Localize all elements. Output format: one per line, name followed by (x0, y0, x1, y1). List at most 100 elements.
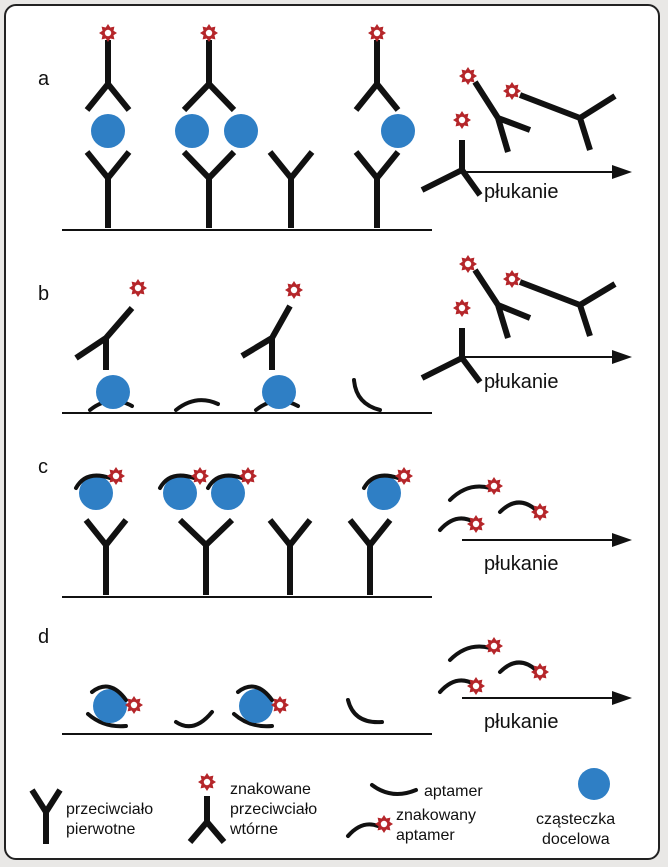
target-molecule (96, 375, 130, 409)
aptamer (176, 400, 218, 410)
aptamer-sandwich (234, 687, 289, 727)
primary-antibody (270, 520, 310, 595)
legend-labeled-aptamer-icon (348, 824, 378, 836)
label-marker (485, 637, 503, 655)
sandwich-complex (87, 24, 129, 228)
labeled-aptamer (450, 487, 490, 501)
labeled-aptamer (450, 647, 490, 661)
row-d: d płukanie (38, 626, 632, 734)
label-marker (129, 279, 147, 297)
washed-aptamers (440, 477, 549, 533)
primary-antibody (350, 520, 390, 595)
label-marker (191, 467, 209, 485)
label-marker (459, 67, 477, 85)
legend-label-marker (198, 773, 216, 791)
row-label-b: b (38, 283, 49, 305)
legend-primary-line2: pierwotne (66, 821, 135, 838)
target-molecule (91, 114, 125, 148)
legend-primary-line1: przeciwciało (66, 801, 153, 818)
wash-label-b: płukanie (484, 371, 559, 393)
legend-secondary-line1: znakowane (230, 781, 311, 798)
washed-antibodies (422, 67, 615, 195)
aptamer-sandwich (88, 687, 143, 727)
legend-aptamer: aptamer (424, 783, 483, 800)
wash-arrow (462, 691, 632, 705)
aptamer (354, 380, 380, 410)
label-marker (453, 299, 471, 317)
secondary-antibody (520, 95, 615, 150)
secondary-antibody (422, 328, 480, 382)
row-label-c: c (38, 456, 48, 478)
target-molecule (224, 114, 258, 148)
label-marker (107, 467, 125, 485)
row-a: a (38, 24, 632, 230)
legend-target-line1: cząsteczka (536, 811, 615, 828)
aptamer-complex (350, 467, 413, 595)
row-c: c (38, 456, 632, 597)
wash-label-c: płukanie (484, 553, 559, 575)
target-molecule (381, 114, 415, 148)
label-marker (368, 24, 386, 42)
secondary-antibody (242, 306, 290, 370)
wash-arrow (462, 165, 632, 179)
aptamer (176, 712, 212, 726)
legend-target-icon (578, 768, 610, 800)
aptamer-complex-double (160, 467, 257, 595)
labeled-aptamer (500, 662, 536, 672)
legend-aptamer-icon (372, 785, 416, 794)
washed-antibodies (422, 255, 615, 382)
label-marker (467, 677, 485, 695)
secondary-antibody (76, 308, 132, 370)
primary-antibody (184, 152, 234, 228)
label-marker (200, 24, 218, 42)
legend-secondary-antibody-icon (190, 796, 224, 842)
label-marker (459, 255, 477, 273)
label-marker (485, 477, 503, 495)
row-label-a: a (38, 68, 50, 90)
legend-secondary-line3: wtórne (229, 821, 278, 838)
washed-aptamers (440, 637, 549, 695)
label-marker (99, 24, 117, 42)
legend-primary-antibody-icon (32, 790, 60, 844)
legend-secondary-line2: przeciwciało (230, 801, 317, 818)
legend-label-marker (375, 815, 393, 833)
label-marker (285, 281, 303, 299)
aptamer-complex (76, 467, 126, 595)
wash-arrow (462, 350, 632, 364)
label-marker (503, 270, 521, 288)
legend-labeled-aptamer-line1: znakowany (396, 807, 476, 824)
primary-antibody (87, 152, 129, 228)
secondary-antibody (356, 40, 398, 110)
row-b: b płukanie (38, 255, 632, 413)
legend-target-line2: docelowa (542, 831, 610, 848)
aptamer-complex (76, 279, 147, 410)
labeled-aptamer (500, 502, 536, 512)
target-molecule (175, 114, 209, 148)
primary-antibody (86, 520, 126, 595)
secondary-antibody (422, 140, 480, 195)
label-marker (125, 696, 143, 714)
sandwich-complex (356, 24, 415, 228)
primary-antibody (180, 520, 232, 595)
label-marker (531, 503, 549, 521)
label-marker (271, 696, 289, 714)
wash-label-d: płukanie (484, 711, 559, 733)
secondary-antibody (87, 40, 129, 110)
label-marker (503, 82, 521, 100)
label-marker (239, 467, 257, 485)
label-marker (453, 111, 471, 129)
label-marker (467, 515, 485, 533)
wash-arrow (462, 533, 632, 547)
primary-antibody (356, 152, 398, 228)
label-marker (531, 663, 549, 681)
wash-label-a: płukanie (484, 181, 559, 203)
primary-antibody (270, 152, 312, 228)
aptamer (348, 700, 382, 722)
row-label-d: d (38, 626, 49, 648)
legend-labeled-aptamer-line2: aptamer (396, 827, 455, 844)
legend: przeciwciało pierwotne znakowane przeciw… (32, 768, 615, 848)
secondary-antibody (520, 282, 615, 336)
target-molecule (262, 375, 296, 409)
